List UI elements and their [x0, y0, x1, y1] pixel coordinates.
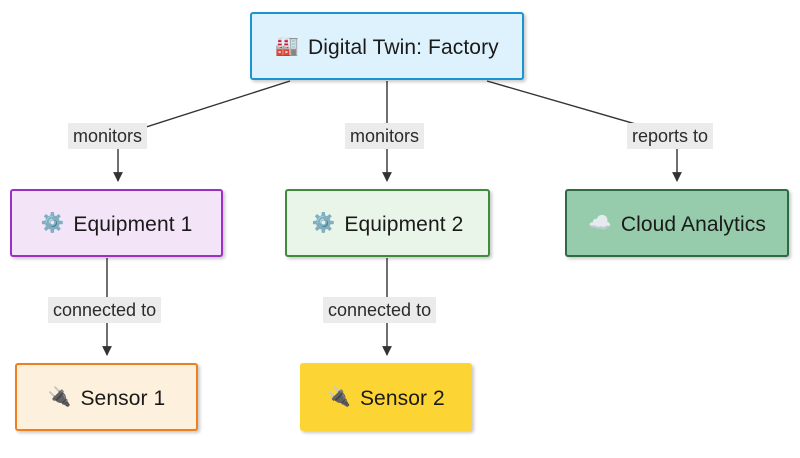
gear-icon: ⚙️ [40, 212, 65, 234]
node-equipment-2[interactable]: ⚙️ Equipment 2 [285, 189, 490, 257]
node-sensor-1[interactable]: 🔌 Sensor 1 [15, 363, 198, 431]
node-sensor-2[interactable]: 🔌 Sensor 2 [300, 363, 472, 431]
edge-label-equipment-1-sensor-1: connected to [48, 297, 162, 323]
node-cloud-analytics[interactable]: ☁️ Cloud Analytics [565, 189, 789, 257]
node-label: Digital Twin: Factory [307, 35, 499, 59]
node-label: Sensor 1 [80, 386, 166, 410]
node-label: Cloud Analytics [620, 212, 766, 236]
node-label: Equipment 1 [73, 212, 193, 236]
edge-label-factory-equipment-2: monitors [345, 123, 425, 149]
node-label: Sensor 2 [359, 386, 445, 410]
plug-icon: 🔌 [327, 386, 351, 408]
node-equipment-1[interactable]: ⚙️ Equipment 1 [10, 189, 223, 257]
gear-icon: ⚙️ [311, 212, 336, 234]
edge-label-factory-cloud-analytics: reports to [627, 123, 714, 149]
node-digital-twin-factory[interactable]: 🏭 Digital Twin: Factory [250, 12, 524, 80]
node-label: Equipment 2 [344, 212, 464, 236]
plug-icon: 🔌 [47, 386, 72, 408]
edge-label-equipment-2-sensor-2: connected to [323, 297, 437, 323]
edge-label-factory-equipment-1: monitors [68, 123, 148, 149]
cloud-icon: ☁️ [588, 212, 612, 234]
factory-icon: 🏭 [275, 35, 299, 57]
